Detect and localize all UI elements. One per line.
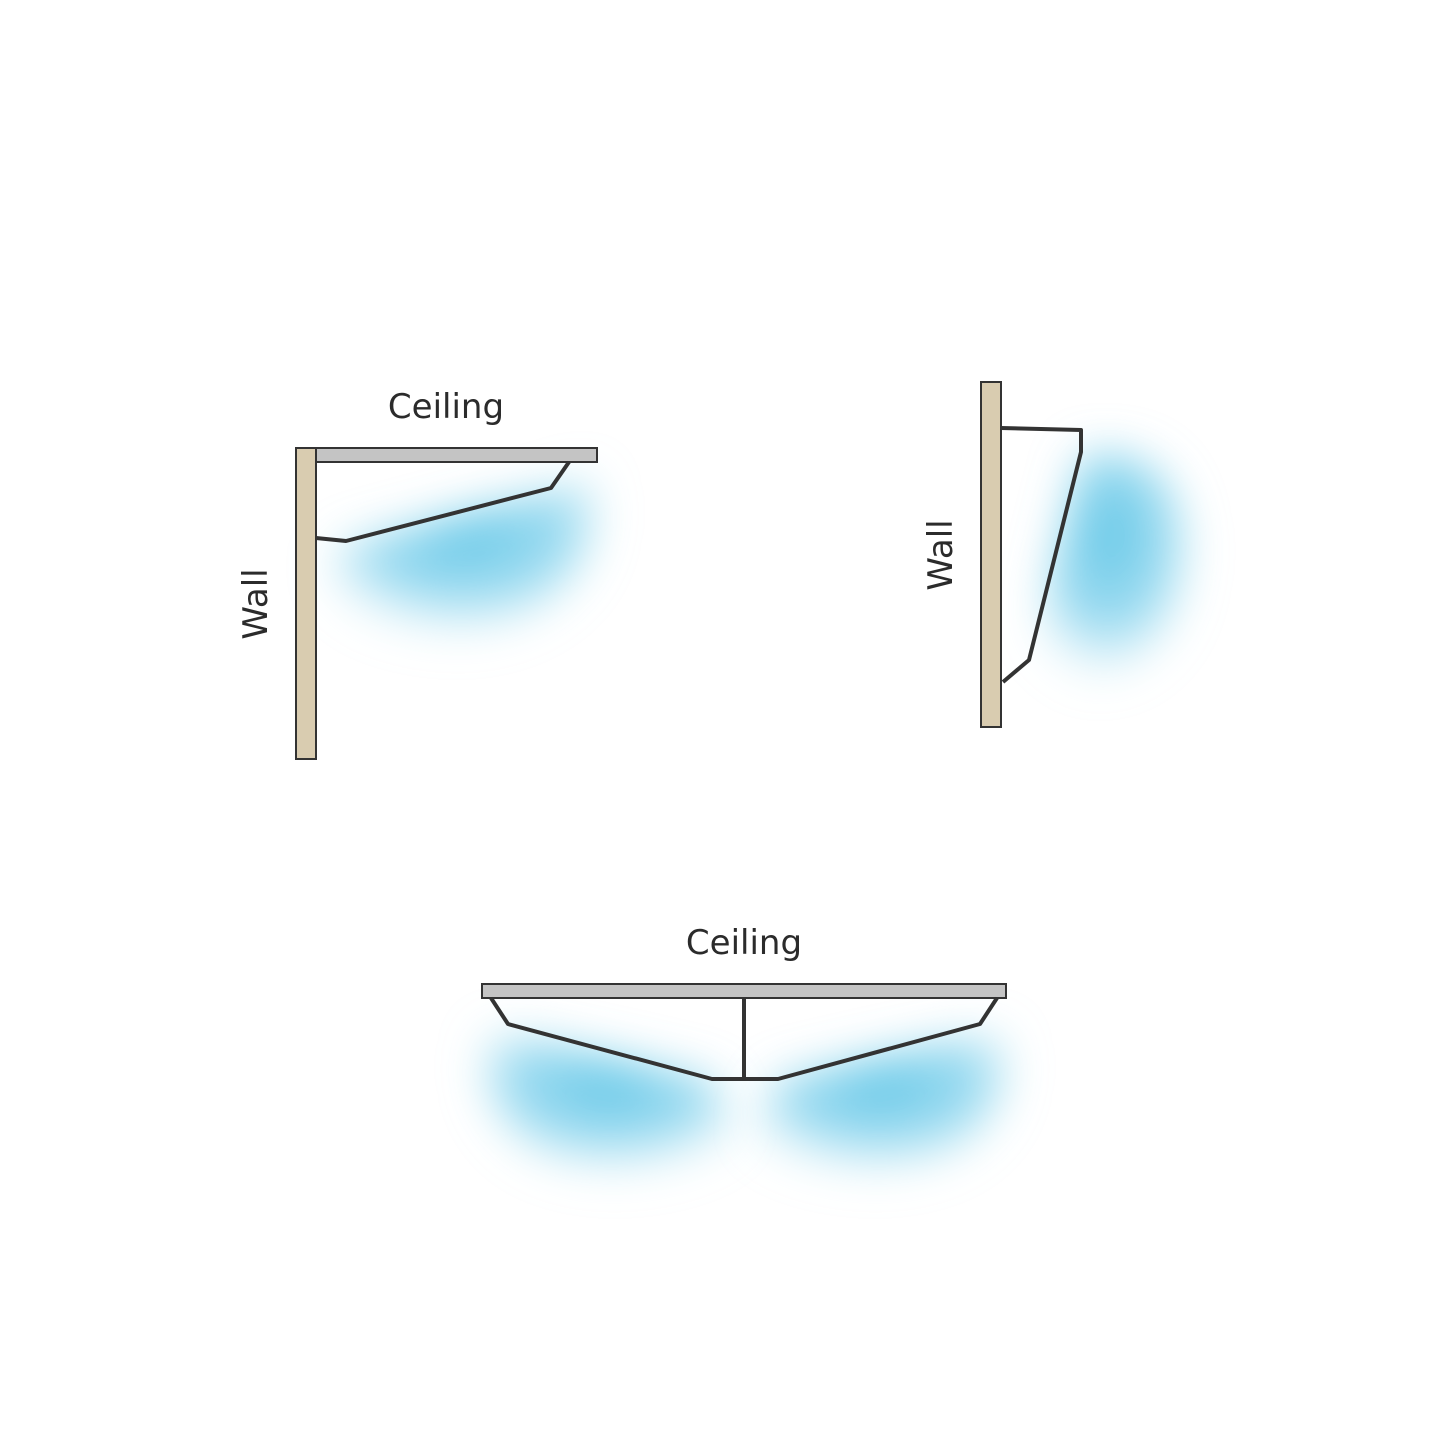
wall-bar: [295, 447, 317, 760]
ceiling-label: Ceiling: [388, 387, 504, 427]
wall-label: Wall: [236, 568, 276, 639]
fixture-outline: [1000, 426, 1083, 684]
light-beam: [1030, 453, 1186, 687]
ceiling-center-mount-diagram: Ceiling: [481, 923, 1008, 1178]
light-beam: [330, 470, 597, 640]
ceiling-bar: [315, 447, 598, 463]
fixture-outline: [315, 460, 571, 543]
wall-label: Wall: [921, 519, 961, 590]
ceiling-bar: [481, 983, 1007, 999]
corner-mount-diagram: Ceiling Wall: [236, 387, 598, 760]
wall-bar: [980, 381, 1002, 728]
light-beam-right: [752, 1030, 1008, 1178]
ceiling-label: Ceiling: [686, 923, 802, 963]
light-beam-left: [482, 1030, 738, 1178]
wall-mount-diagram: Wall: [921, 381, 1186, 728]
